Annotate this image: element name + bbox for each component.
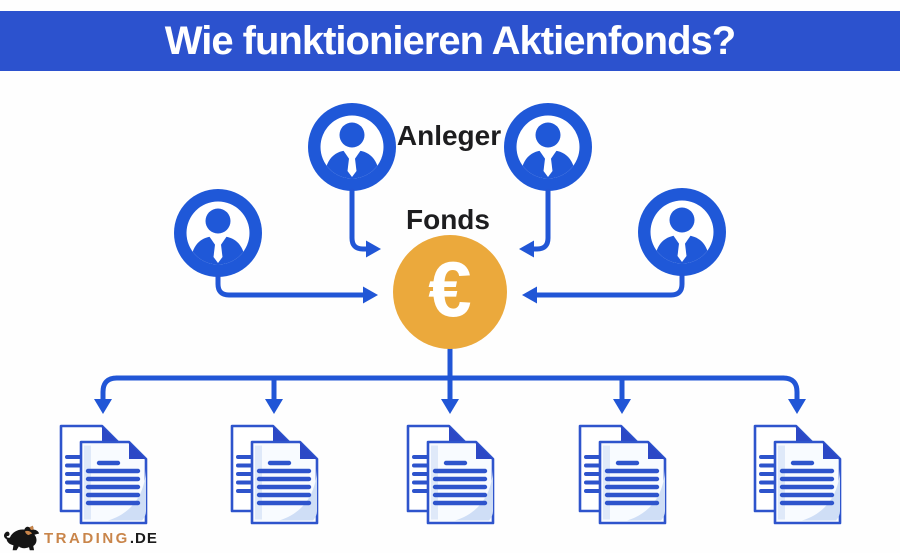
bull-icon — [4, 525, 40, 550]
fund-label: Fonds — [406, 204, 490, 235]
arrow-drop-1 — [100, 375, 120, 403]
logo-brand-text: TRADING — [44, 530, 130, 547]
document-icon — [408, 426, 493, 523]
fund-distribution-arrows — [94, 346, 806, 414]
investor-icon — [504, 103, 592, 191]
header-banner: Wie funktionieren Aktienfonds? — [0, 11, 900, 71]
document-icon — [755, 426, 840, 523]
brand-logo: TRADING .DE — [2, 524, 158, 553]
logo-tld-text: .DE — [129, 530, 158, 547]
investors-label: Anleger — [396, 120, 502, 151]
arrow-investor4-to-fund-icon — [522, 273, 685, 304]
euro-coin-icon: € — [393, 235, 507, 349]
arrow-drop-5 — [780, 375, 800, 403]
investor-icon — [308, 103, 396, 191]
document-icon — [580, 426, 665, 523]
euro-symbol: € — [428, 245, 472, 333]
page-title: Wie funktionieren Aktienfonds? — [164, 18, 736, 63]
document-icon — [232, 426, 317, 523]
arrow-investor1-to-fund-icon — [349, 188, 381, 258]
arrow-investor3-to-fund-icon — [215, 274, 378, 304]
arrow-investor2-to-fund-icon — [519, 188, 551, 258]
document-icon — [61, 426, 146, 523]
investor-icon — [638, 188, 726, 276]
investor-icon — [174, 189, 262, 277]
